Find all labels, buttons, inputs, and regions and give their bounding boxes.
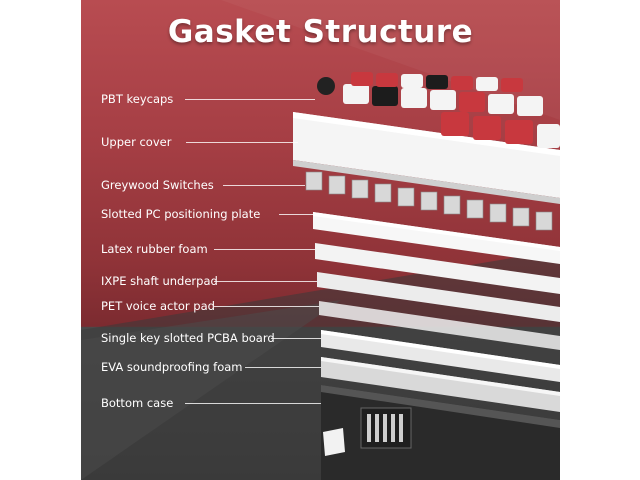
bottom-case (321, 385, 560, 480)
leader-line (185, 99, 315, 100)
layer-label-switches: Greywood Switches (101, 178, 214, 192)
upper-cover-layer (293, 112, 560, 204)
layer-label-upper-cover: Upper cover (101, 135, 172, 149)
layer-label-pbt-keycaps: PBT keycaps (101, 92, 174, 106)
leader-line (245, 367, 321, 368)
leader-line (271, 338, 321, 339)
leader-line (214, 281, 317, 282)
leader-line (223, 185, 305, 186)
leader-line (214, 306, 319, 307)
leader-line (186, 142, 298, 143)
layer-label-positioning-plate: Slotted PC positioning plate (101, 207, 261, 221)
latex-foam-layer (315, 243, 560, 294)
leader-line (185, 403, 321, 404)
positioning-plate-layer (313, 212, 560, 264)
layer-label-latex-foam: Latex rubber foam (101, 242, 208, 256)
layer-label-bottom-case: Bottom case (101, 396, 174, 410)
switches-layer (305, 171, 553, 231)
layer-label-ixpe-underpad: IXPE shaft underpad (101, 274, 218, 288)
pet-pad-layer (319, 301, 560, 350)
ixpe-underpad-layer (317, 272, 560, 322)
layer-label-pcba-board: Single key slotted PCBA board (101, 331, 275, 345)
leader-line (279, 214, 313, 215)
pcba-board-layer (321, 330, 560, 382)
layer-label-eva-foam: EVA soundproofing foam (101, 360, 243, 374)
exploded-keyboard-illustration (293, 72, 560, 480)
keycaps-layer (317, 72, 560, 148)
eva-foam-layer (321, 357, 560, 412)
diagram-panel: Gasket Structure (81, 0, 560, 480)
diagram-title: Gasket Structure (167, 14, 474, 50)
leader-line (214, 249, 315, 250)
layer-label-pet-pad: PET voice actor pad (101, 299, 215, 313)
